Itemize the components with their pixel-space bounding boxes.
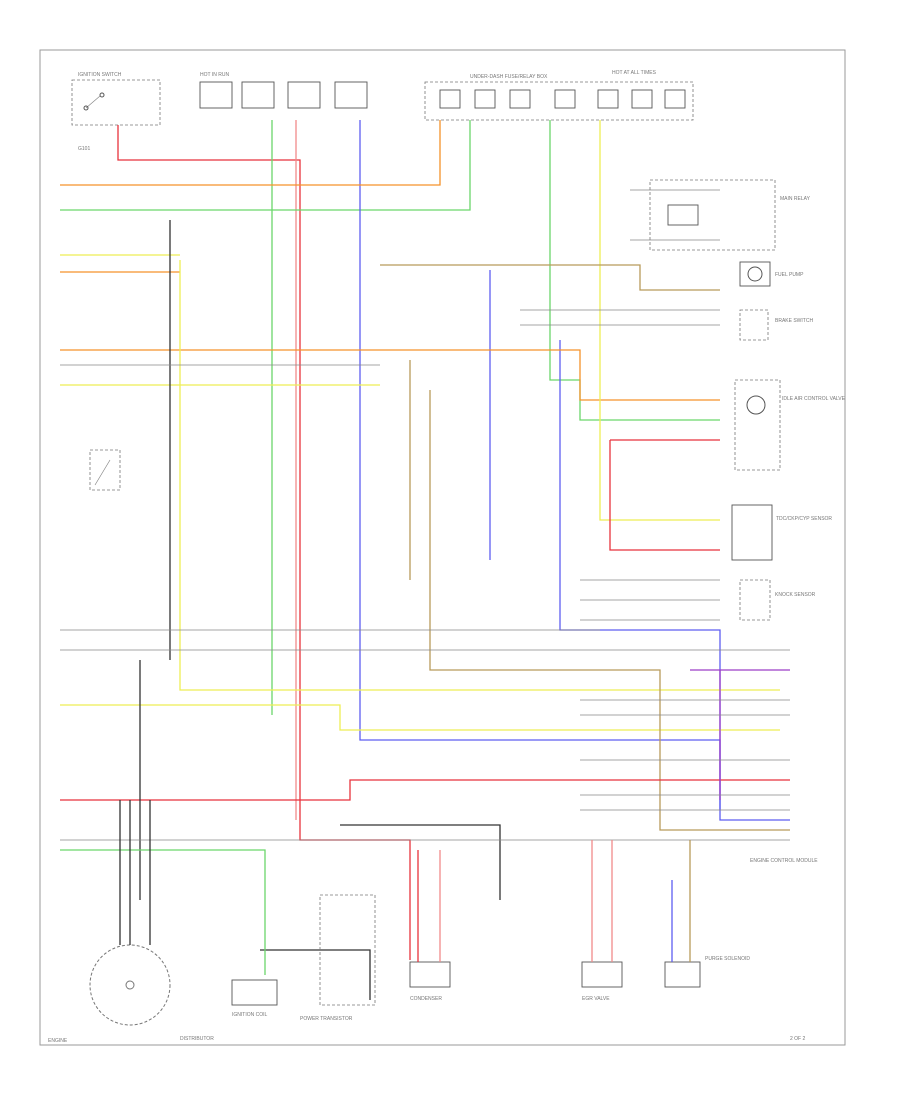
fuel-pump-label: FUEL PUMP: [775, 272, 804, 278]
g101-label: G101: [78, 146, 90, 152]
wire-black-3: [260, 949, 371, 1000]
sheet-label: 2 OF 2: [790, 1036, 806, 1042]
wire-black-4: [340, 824, 501, 900]
knock-sensor-r: KNOCK SENSOR: [739, 579, 816, 621]
wire-red-3: [609, 440, 720, 551]
page-id: ENGINE: [48, 1038, 68, 1044]
fuse-block-left: HOT IN RUN: [199, 72, 368, 109]
power-transistor: POWER TRANSISTOR: [300, 894, 376, 1022]
wire-orange-1: [60, 120, 441, 186]
underdash-fuse-label: UNDER-DASH FUSE/RELAY BOX: [470, 74, 548, 80]
wire-yellow-4: [179, 260, 780, 691]
wire-green-3: [549, 120, 720, 421]
egr-valve: EGR VALVE: [581, 961, 623, 1002]
wire-green-2: [60, 120, 471, 211]
wire-yellow-5: [60, 704, 780, 731]
ecm-connector-lines: [580, 649, 790, 811]
tdc-sensor: TDC/CKP/CYP SENSOR: [731, 504, 832, 561]
fuse-block-right: UNDER-DASH FUSE/RELAY BOX HOT AT ALL TIM…: [424, 70, 694, 121]
ignition-switch-label: IGNITION SWITCH: [78, 72, 122, 78]
left-sensor: [89, 449, 121, 491]
hot-at-all-times-label: HOT AT ALL TIMES: [612, 70, 657, 76]
egr-valve-label: EGR VALVE: [582, 996, 610, 1002]
ecm-label: ENGINE CONTROL MODULE: [750, 858, 818, 864]
distributor-label: DISTRIBUTOR: [180, 1036, 214, 1042]
main-relay-label: MAIN RELAY: [780, 196, 811, 202]
brake-switch: BRAKE SWITCH: [739, 309, 813, 341]
power-transistor-label: POWER TRANSISTOR: [300, 1016, 353, 1022]
iacv: IDLE AIR CONTROL VALVE: [734, 379, 846, 471]
distributor: DISTRIBUTOR: [89, 944, 214, 1042]
ignition-switch-group: IGNITION SWITCH G101: [71, 72, 161, 152]
iacv-label: IDLE AIR CONTROL VALVE: [782, 396, 846, 402]
wire-tan-2: [429, 390, 790, 831]
ignition-coil-label: IGNITION COIL: [232, 1012, 268, 1018]
wire-red-4: [60, 779, 790, 801]
brake-switch-label: BRAKE SWITCH: [775, 318, 813, 324]
ecm-block: ENGINE CONTROL MODULE: [750, 858, 818, 864]
wire-yellow-3: [599, 120, 720, 521]
main-relay: MAIN RELAY: [649, 179, 811, 251]
knock-sensor-label: KNOCK SENSOR: [775, 592, 816, 598]
wire-red-ign: [117, 125, 411, 960]
ignition-coil: IGNITION COIL: [231, 979, 278, 1018]
condenser-label: CONDENSER: [410, 996, 442, 1002]
wire-tan-1: [380, 264, 720, 291]
fuel-pump: FUEL PUMP: [739, 261, 804, 287]
wire-orange-3: [60, 349, 720, 401]
condenser: CONDENSER: [409, 961, 451, 1002]
purge-solenoid-label: PURGE SOLENOID: [705, 956, 750, 962]
hot-in-run-label: HOT IN RUN: [200, 72, 229, 78]
tdc-sensor-label: TDC/CKP/CYP SENSOR: [776, 516, 832, 522]
diagram-frame: [39, 49, 846, 1046]
bottom-drops: [60, 800, 691, 975]
purge-solenoid: PURGE SOLENOID: [664, 956, 750, 988]
